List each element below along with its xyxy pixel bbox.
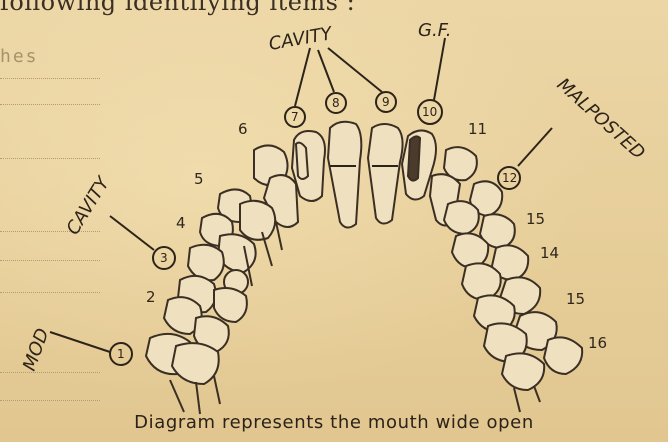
tooth-number-11: 11 xyxy=(468,120,487,138)
annotation-gf: G.F. xyxy=(418,20,451,41)
annotation-mod: MOD xyxy=(19,326,54,374)
tooth-number-14: 14 xyxy=(540,244,559,262)
tooth-16 xyxy=(544,337,582,374)
tooth-3c xyxy=(214,288,247,322)
tooth-5b xyxy=(240,201,275,240)
tooth-1b-mod xyxy=(172,343,219,384)
circle-10: 10 xyxy=(422,105,437,119)
circle-9: 9 xyxy=(382,95,390,109)
tooth-16b xyxy=(502,353,544,390)
tooth-7-cavity-mark xyxy=(296,143,308,179)
tooth-number-5: 5 xyxy=(194,170,204,188)
diagram-caption: Diagram represents the mouth wide open xyxy=(0,412,668,433)
tooth-number-16: 16 xyxy=(588,334,607,352)
tooth-14b xyxy=(462,263,501,300)
left-arch-teeth xyxy=(146,145,298,414)
gold-filling-mark xyxy=(408,136,420,180)
tooth-12b xyxy=(444,201,479,234)
right-arch-teeth xyxy=(430,147,582,412)
annotation-malposted: MALPOSTED xyxy=(553,74,649,164)
tooth-number-15b: 15 xyxy=(566,290,585,308)
circle-3: 3 xyxy=(160,251,168,265)
annotation-cavity-left: CAVITY xyxy=(62,172,115,239)
tooth-number-15a: 15 xyxy=(526,210,545,228)
circle-8: 8 xyxy=(332,96,340,110)
circle-12: 12 xyxy=(502,171,517,185)
tooth-number-4: 4 xyxy=(176,214,186,232)
tooth-9 xyxy=(368,124,403,224)
upper-incisors xyxy=(292,122,436,228)
circle-1: 1 xyxy=(117,347,125,361)
tooth-8 xyxy=(328,122,361,228)
tooth-number-2: 2 xyxy=(146,288,156,306)
annotation-cavity-top: CAVITY xyxy=(267,23,335,55)
tooth-number-6: 6 xyxy=(238,120,248,138)
circle-7: 7 xyxy=(291,110,299,124)
